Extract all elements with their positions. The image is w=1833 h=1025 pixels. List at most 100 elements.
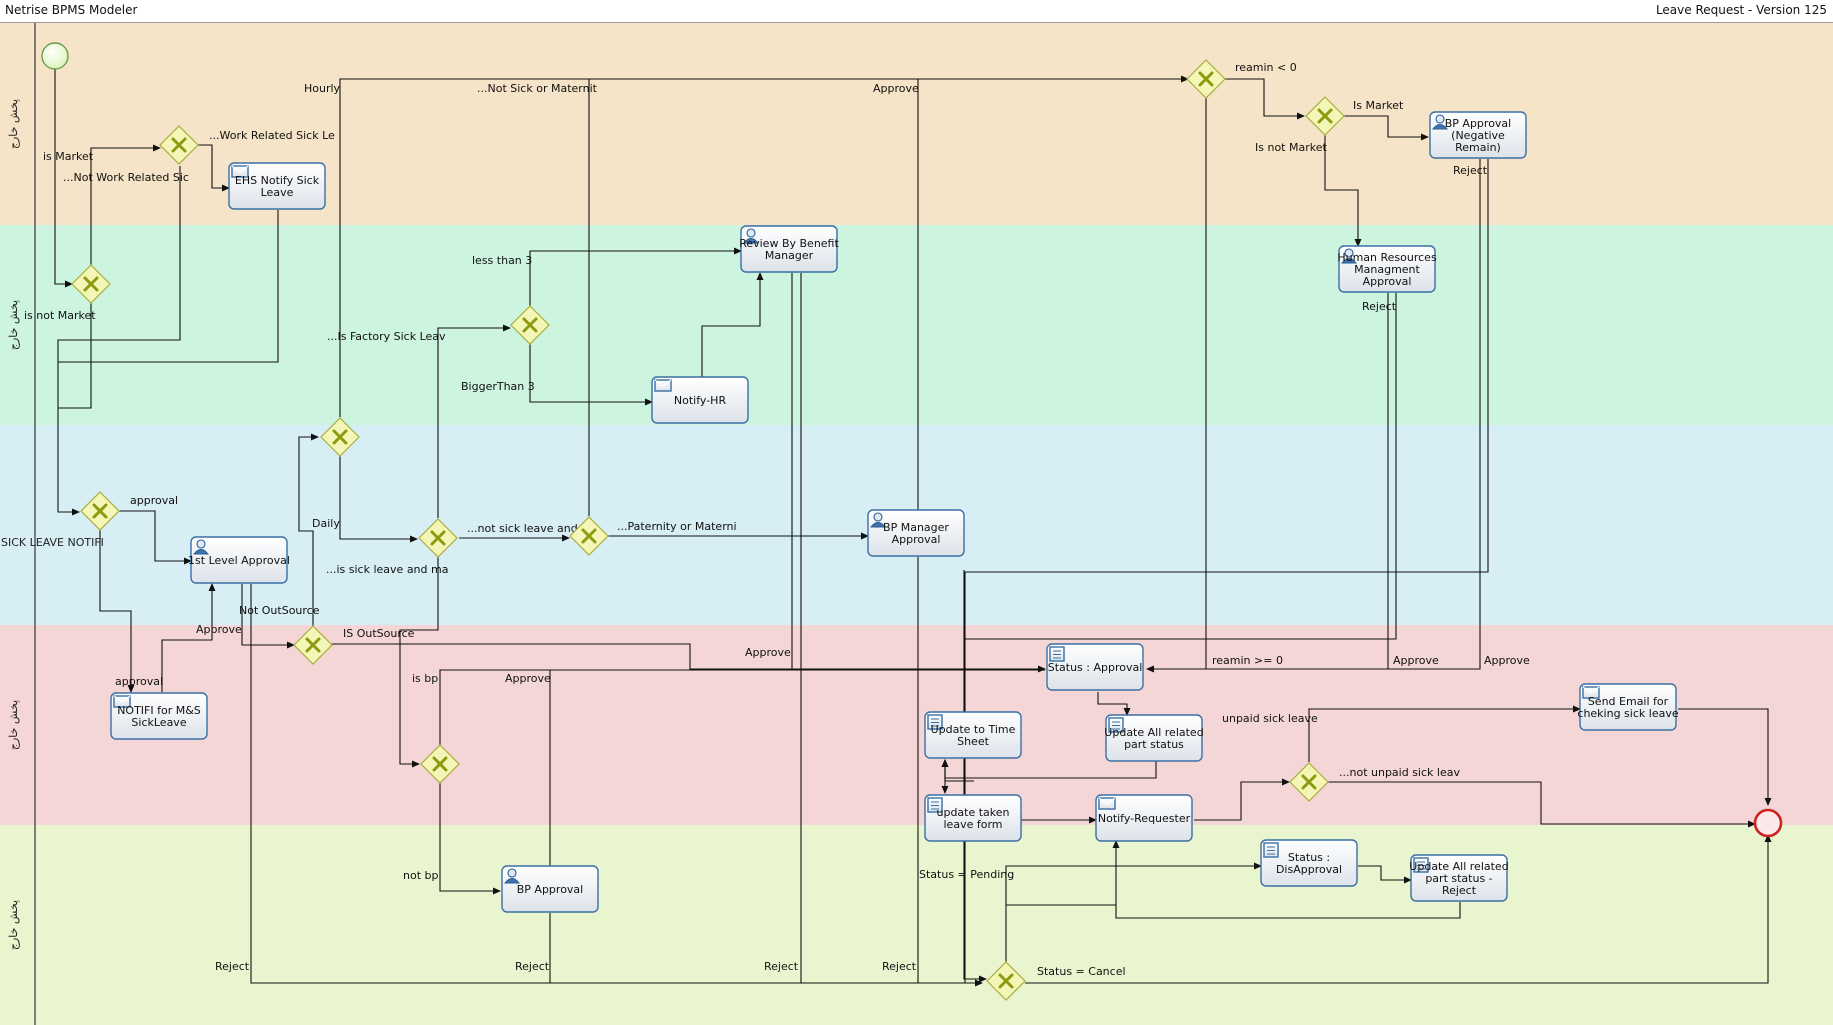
edge-1st-outsource[interactable] bbox=[241, 584, 295, 649]
label-is-market-2: Is Market bbox=[1353, 99, 1404, 112]
label-is-sick-leave: ...is sick leave and ma bbox=[326, 563, 448, 576]
x-mark-icon bbox=[1198, 71, 1214, 87]
edge-bpneg-approve[interactable] bbox=[1147, 159, 1481, 670]
gateway-ismarket[interactable] bbox=[1305, 96, 1345, 136]
edge-workrel[interactable] bbox=[198, 144, 230, 192]
end-event[interactable] bbox=[1753, 808, 1783, 838]
start-event[interactable] bbox=[41, 42, 69, 70]
task-label: BP Approval bbox=[1445, 117, 1511, 130]
edge-bpappr-approve[interactable] bbox=[549, 669, 1045, 866]
edge-daily-sick[interactable] bbox=[339, 455, 418, 543]
edge-review-approve[interactable] bbox=[791, 273, 1045, 670]
edge-pending[interactable] bbox=[963, 570, 987, 983]
edge-status-dis[interactable] bbox=[1005, 862, 1262, 962]
edge-hr-review[interactable] bbox=[701, 272, 764, 377]
edge-lessthan[interactable] bbox=[529, 247, 742, 307]
title-bar: Netrise BPMS Modeler Leave Request - Ver… bbox=[0, 0, 1833, 23]
label-reject-2: Reject bbox=[515, 960, 550, 973]
edge-notworkrel[interactable] bbox=[57, 166, 181, 516]
edge-email-end[interactable] bbox=[1678, 708, 1772, 806]
edge-bigger[interactable] bbox=[529, 344, 653, 406]
label-less-than: less than 3 bbox=[472, 254, 532, 267]
gateway-isbp[interactable] bbox=[420, 744, 460, 784]
edge-status-updall[interactable] bbox=[1097, 692, 1131, 716]
edge-ehs-down[interactable] bbox=[58, 210, 279, 363]
task-bpappr[interactable]: BP Approval bbox=[501, 865, 599, 913]
edge-start-market[interactable] bbox=[54, 69, 73, 288]
task-notifyhr[interactable]: Notify-HR bbox=[651, 376, 749, 424]
edge-cancel[interactable] bbox=[1025, 834, 1772, 984]
task-label: Managment bbox=[1354, 263, 1420, 276]
task-statusappr[interactable]: Status : Approval bbox=[1046, 643, 1144, 691]
x-mark-icon bbox=[1301, 774, 1317, 790]
label-approve-bpneg: Approve bbox=[1484, 654, 1530, 667]
gateway-paternity[interactable] bbox=[569, 516, 609, 556]
label-is-outsource: IS OutSource bbox=[343, 627, 415, 640]
lane-1-label: پخش خارج bbox=[7, 99, 20, 149]
edge-notify-unpaid[interactable] bbox=[1194, 778, 1290, 821]
x-mark-icon bbox=[432, 756, 448, 772]
label-reject-bpneg: Reject bbox=[1453, 164, 1488, 177]
gateway-market[interactable] bbox=[71, 264, 111, 304]
task-label: Approval bbox=[892, 533, 941, 546]
task-statusdis[interactable]: Status :DisApproval bbox=[1260, 839, 1358, 887]
gateway-unpaid[interactable] bbox=[1289, 762, 1329, 802]
edge-reamin-lt[interactable] bbox=[1206, 78, 1305, 120]
gateway-outsource[interactable] bbox=[293, 625, 333, 665]
edge-unpaid[interactable] bbox=[1308, 705, 1581, 762]
edge-hrm-reject[interactable] bbox=[965, 293, 1397, 640]
edge-approval-ms[interactable] bbox=[99, 530, 135, 693]
label-reject-1: Reject bbox=[215, 960, 250, 973]
edge-1st-reject[interactable] bbox=[250, 584, 983, 987]
x-mark-icon bbox=[581, 528, 597, 544]
label-reamin-lt: reamin < 0 bbox=[1235, 61, 1297, 74]
script-icon bbox=[1263, 842, 1279, 858]
label-approve-mid: Approve bbox=[745, 646, 791, 659]
lane-4-label: پخش خارج bbox=[7, 700, 20, 750]
gateways bbox=[71, 59, 1345, 1001]
task-ehs[interactable]: EHS Notify SickLeave bbox=[228, 162, 326, 210]
task-label: Sheet bbox=[957, 735, 989, 748]
edge-isbp[interactable] bbox=[439, 669, 550, 745]
task-label: Update to Time bbox=[931, 723, 1016, 736]
edge-isnotmarket[interactable] bbox=[58, 302, 92, 409]
gateway-lessthan[interactable] bbox=[510, 305, 550, 345]
edge-notunpaid[interactable] bbox=[1328, 781, 1756, 828]
edge-updrej-notify[interactable] bbox=[1115, 902, 1461, 919]
gateway-reamin[interactable] bbox=[1186, 59, 1226, 99]
task-label: BP Approval bbox=[517, 883, 583, 896]
edge-approval-1st[interactable] bbox=[118, 510, 192, 565]
task-label: Review By Benefit bbox=[739, 237, 839, 250]
edge-notbp[interactable] bbox=[439, 783, 501, 895]
edge-ms-1st[interactable] bbox=[161, 583, 216, 692]
gateway-workrel[interactable] bbox=[159, 125, 199, 165]
task-notifyreq[interactable]: Notify-Requester bbox=[1095, 794, 1193, 842]
task-label: 1st Level Approval bbox=[188, 554, 290, 567]
gateway-approval[interactable] bbox=[80, 491, 120, 531]
gateway-sick[interactable] bbox=[418, 518, 458, 558]
lane-4 bbox=[0, 625, 1833, 825]
edge-hourly[interactable] bbox=[339, 75, 1189, 417]
edge-issick[interactable] bbox=[399, 557, 439, 768]
edge-out-daily[interactable] bbox=[298, 433, 319, 626]
x-mark-icon bbox=[305, 637, 321, 653]
gateway-daily[interactable] bbox=[320, 417, 360, 457]
edge-dis-upd[interactable] bbox=[1358, 865, 1412, 884]
gateway-status[interactable] bbox=[986, 961, 1026, 1001]
edge-ismarket2[interactable] bbox=[1343, 115, 1429, 141]
task-firstlevel[interactable]: 1st Level Approval bbox=[188, 536, 290, 584]
edge-factory[interactable] bbox=[437, 324, 511, 518]
edge-isnotmarket2[interactable] bbox=[1324, 134, 1362, 247]
edge-ismarket[interactable] bbox=[90, 144, 161, 266]
